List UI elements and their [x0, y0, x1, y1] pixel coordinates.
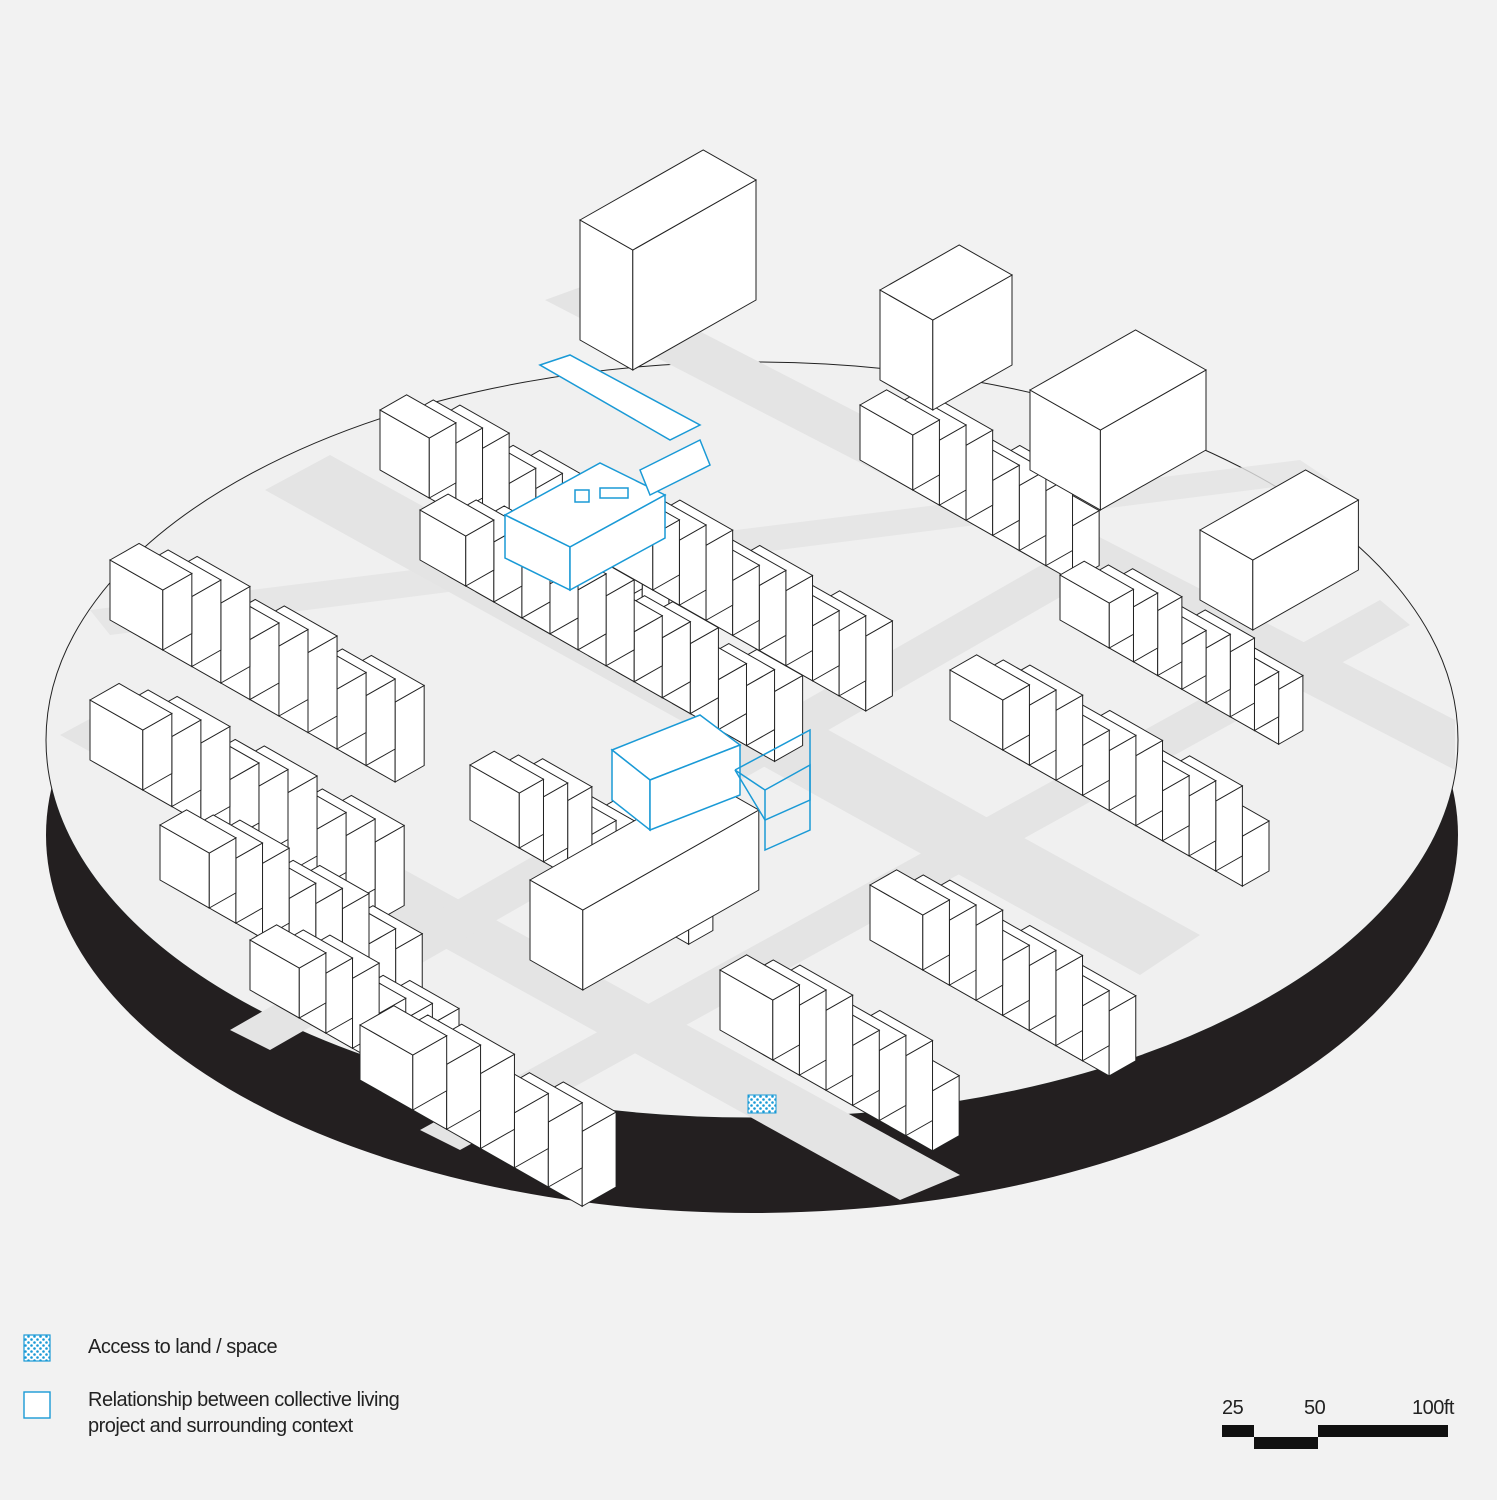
building-face: [878, 244, 1014, 321]
building-face: [785, 574, 814, 667]
legend-swatch-outline-square: [23, 1391, 51, 1419]
building-face: [905, 1039, 934, 1137]
building-face: [705, 529, 734, 622]
building-face: [262, 847, 290, 940]
building-face: [158, 809, 237, 854]
building-face: [248, 924, 327, 969]
context-buildings: [88, 149, 1360, 1208]
building-face: [88, 682, 173, 731]
collective-living-project-a: [503, 354, 711, 592]
building-face: [418, 493, 495, 537]
building-face: [1055, 954, 1084, 1047]
legend-label-access: Access to land / space: [88, 1336, 278, 1358]
building-face: [975, 909, 1004, 1002]
scale-bar: [1222, 1425, 1448, 1449]
scale-label-50: 50: [1304, 1397, 1326, 1419]
building-face: [825, 994, 854, 1092]
building-face: [858, 389, 941, 436]
building-face: [358, 1005, 448, 1056]
building-face: [1028, 329, 1208, 431]
building-face: [1058, 560, 1135, 604]
building-face: [718, 954, 801, 1001]
scale-label-25: 25: [1222, 1397, 1244, 1419]
building-face: [1198, 469, 1360, 561]
scale-label-100ft: 100ft: [1412, 1397, 1454, 1419]
building-face: [378, 394, 457, 439]
legend-label-relationship: Relationship between collective living p…: [88, 1389, 400, 1437]
building-face: [868, 869, 951, 916]
collective-living-project-b: [610, 714, 811, 852]
access-to-land-patch: [747, 1094, 777, 1114]
building-face: [948, 654, 1031, 701]
building-face: [108, 542, 193, 591]
legend-swatch-dot-pattern: [23, 1334, 51, 1362]
building-face: [578, 149, 758, 251]
building-face: [865, 620, 893, 712]
building-face: [965, 429, 994, 522]
building-face: [468, 750, 545, 794]
